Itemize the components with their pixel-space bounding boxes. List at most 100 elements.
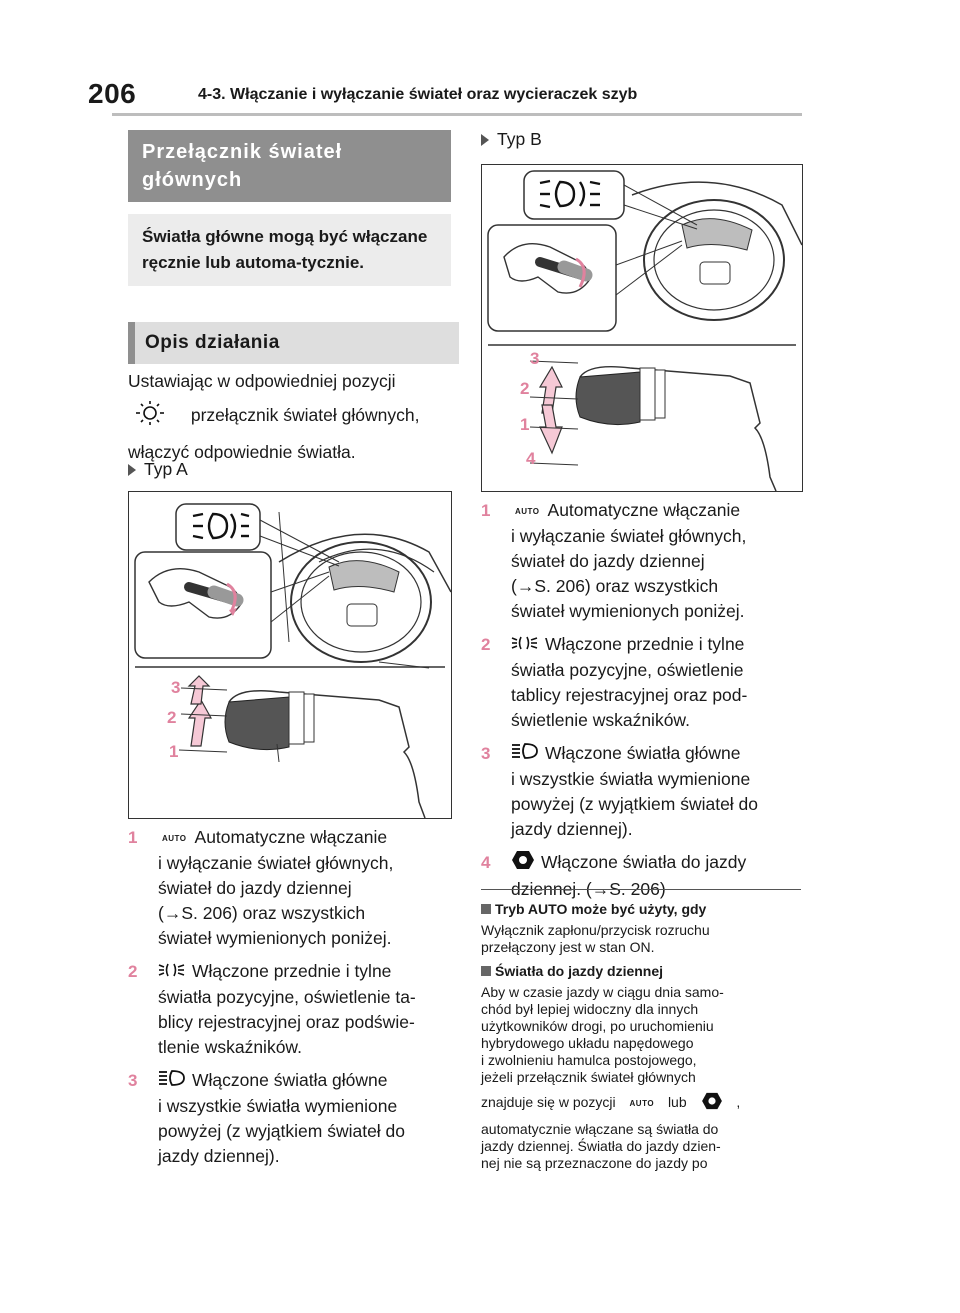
parking-lights-icon (158, 960, 186, 985)
right-item-2: 2 Włączone przednie i tylne światła pozy… (481, 632, 811, 733)
left-item-3-num: 3 (128, 1070, 138, 1090)
note-2-line: Aby w czasie jazdy w ciągu dnia samo- (481, 984, 724, 1000)
left-item-2-line: Włączone przednie i tylne (192, 960, 392, 981)
parking-lights-icon (511, 633, 539, 658)
header-rule (112, 113, 802, 116)
right-item-3-line: jazdy dziennej). (511, 818, 633, 839)
left-item-3-line: i wszystkie światła wymienione (158, 1095, 398, 1116)
type-b-text: Typ B (497, 129, 542, 149)
left-item-2-line: tlenie wskaźników. (158, 1036, 302, 1057)
auto-icon: AUTO (162, 833, 187, 843)
note-1-title-text: Tryb AUTO może być użyty, gdy (495, 901, 707, 917)
left-item-1-line: świateł wymienionych poniżej. (158, 927, 392, 948)
right-item-1-line: i wyłączanie świateł głównych, (511, 525, 747, 546)
note-2-inline-a: znajduje się w pozycji (481, 1094, 616, 1111)
intro-line-2: przełącznik świateł głównych, (190, 405, 420, 426)
note-1-line: Wyłącznik zapłonu/przycisk rozruchu (481, 922, 710, 938)
note-1-body: Wyłącznik zapłonu/przycisk rozruchu prze… (481, 922, 801, 956)
auto-icon: AUTO (629, 1098, 655, 1108)
left-item-2: 2 Włączone przednie i tylne światła pozy… (128, 959, 463, 1060)
note-2-inline-row: znajduje się w pozycji AUTO lub , (481, 1092, 801, 1115)
right-item-3-num: 3 (481, 743, 491, 763)
type-a-text: Typ A (144, 459, 188, 479)
note-2-body: Aby w czasie jazdy w ciągu dnia samo- ch… (481, 984, 801, 1172)
left-item-1-line: świateł do jazdy dziennej (158, 877, 352, 898)
note-2-line: nej nie są przeznaczone do jazdy po (481, 1155, 708, 1171)
right-item-1-line: (→S. 206) oraz wszystkich (511, 575, 719, 596)
left-item-1-num: 1 (128, 828, 138, 847)
note-2-line: jazdy dziennej. Światła do jazdy dzien- (481, 1138, 721, 1154)
headlights-icon (511, 742, 539, 767)
notes: Tryb AUTO może być użyty, gdy Wyłącznik … (481, 900, 801, 1172)
fig-a-label-2: 2 (167, 708, 177, 727)
left-item-2-num: 2 (128, 961, 138, 981)
right-item-2-num: 2 (481, 634, 491, 654)
type-a-label: Typ A (128, 456, 188, 482)
left-item-3-line: jazdy dziennej). (158, 1145, 280, 1166)
intro-line-1: Ustawiając w odpowiedniej pozycji (128, 371, 396, 391)
right-item-2-line: świetlenie wskaźników. (511, 709, 690, 730)
note-2-inline-c: , (736, 1094, 741, 1111)
intro-line-2-wrap: przełącznik świateł głównych, (128, 400, 458, 433)
right-item-4: 4 Włączone światła do jazdy dziennej. (→… (481, 850, 811, 902)
square-bullet-icon (481, 966, 491, 976)
figure-type-b-drawing (487, 170, 803, 492)
right-item-4-line: dziennej. (→S. 206) (511, 878, 666, 899)
note-2-inline-b: lub (667, 1094, 687, 1111)
note-2-line: automatycznie włączane są światła do (481, 1121, 719, 1137)
right-item-1: 1 AUTO Automatyczne włączanie i wyłączani… (481, 498, 811, 624)
right-item-4-num: 4 (481, 852, 491, 872)
right-item-3-line: powyżej (z wyjątkiem świateł do (511, 793, 759, 814)
headlights-icon-large (192, 512, 250, 540)
right-item-2-line: światła pozycyjne, oświetlenie (511, 659, 744, 680)
right-item-4-line: Włączone światła do jazdy (541, 851, 747, 872)
notes-separator (481, 889, 801, 890)
headlight-switch-icon (128, 400, 172, 433)
note-2-title: Światła do jazdy dziennej (481, 962, 801, 980)
figure-type-a: 3 2 1 (128, 491, 452, 819)
headlights-icon (158, 1069, 186, 1094)
type-b-label: Typ B (481, 126, 542, 152)
note-1-line: przełączony jest w stan ON. (481, 939, 655, 955)
intro-line-3: włączyć odpowiednie światła. (128, 442, 356, 462)
left-item-1-line: Automatyczne włączanie (194, 827, 388, 847)
note-2-title-text: Światła do jazdy dziennej (495, 963, 664, 979)
fig-b-label-3: 3 (530, 349, 540, 368)
right-item-1-line: Automatyczne włączanie (547, 500, 741, 520)
left-item-2-line: światła pozycyjne, oświetlenie ta- (158, 986, 416, 1007)
chapter-title: 4-3. Włączanie i wyłączanie świateł oraz… (198, 86, 638, 103)
left-item-3-line: Włączone światła główne (192, 1069, 388, 1090)
left-item-3: 3 Włączone światła główne i wszystkie św… (128, 1068, 463, 1169)
right-item-2-line: Włączone przednie i tylne (545, 633, 745, 654)
note-2-line: i zwolnieniu hamulca postojowego, (481, 1052, 697, 1068)
right-item-3: 3 Włączone światła główne i wszystkie św… (481, 741, 811, 842)
square-bullet-icon (481, 904, 491, 914)
section-summary: Światła główne mogą być włączane ręcznie… (128, 214, 451, 286)
right-item-1-num: 1 (481, 501, 491, 520)
drl-icon (511, 850, 535, 877)
fig-a-label-3: 3 (171, 678, 181, 697)
note-2-line: hybrydowego układu napędowego (481, 1035, 694, 1051)
subheading-opis: Opis działania (128, 322, 459, 364)
left-item-3-line: powyżej (z wyjątkiem świateł do (158, 1120, 406, 1141)
left-item-1-line: i wyłączanie świateł głównych, (158, 852, 394, 873)
right-item-1-line: świateł wymienionych poniżej. (511, 600, 745, 621)
note-2-line: jeżeli przełącznik świateł głównych (481, 1069, 696, 1085)
auto-icon: AUTO (515, 506, 540, 516)
triangle-bullet-icon (128, 464, 136, 477)
left-item-1-line: (→S. 206) oraz wszystkich (158, 902, 366, 923)
intro-text: Ustawiając w odpowiedniej pozycji przełą… (128, 368, 458, 465)
fig-a-label-1: 1 (169, 742, 179, 761)
fig-b-label-4: 4 (526, 449, 536, 468)
note-2-line: chód był lepiej widoczny dla innych (481, 1001, 699, 1017)
right-items: 1 AUTO Automatyczne włączanie i wyłączani… (481, 498, 811, 910)
triangle-bullet-icon (481, 134, 489, 147)
left-item-1: 1 AUTO Automatyczne włączanie i wyłączani… (128, 825, 463, 951)
fig-b-label-2: 2 (520, 379, 530, 398)
left-item-2-line: blicy rejestracyjnej oraz podświe- (158, 1011, 415, 1032)
section-heading: Przełącznik świateł głównych (128, 130, 451, 202)
page-number: 206 (88, 78, 137, 109)
note-1-title: Tryb AUTO może być użyty, gdy (481, 900, 801, 918)
right-item-3-line: i wszystkie światła wymienione (511, 768, 751, 789)
drl-icon (701, 1092, 723, 1115)
